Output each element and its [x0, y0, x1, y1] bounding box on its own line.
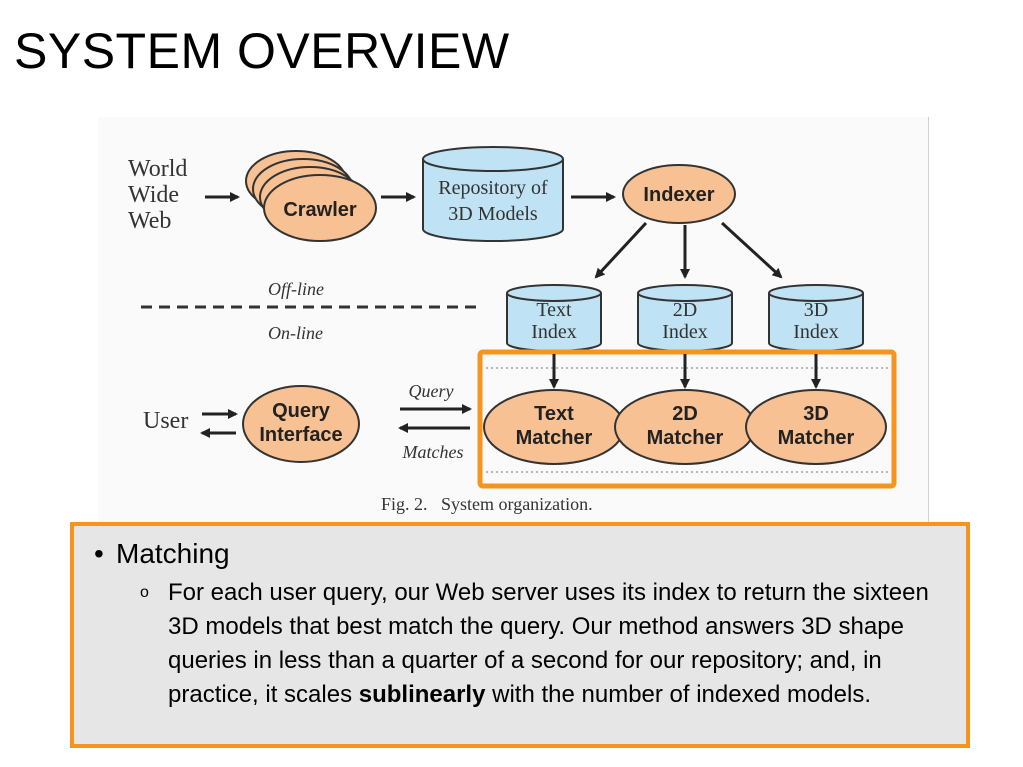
- matcher-label: 3D: [803, 403, 829, 425]
- bullet-dot: •: [94, 538, 104, 569]
- index-label: Text: [536, 299, 572, 321]
- matcher-label: 2D: [672, 403, 698, 425]
- matcher-label: Text: [534, 403, 574, 425]
- query-interface-node: Query Interface: [242, 385, 360, 463]
- index-label: Index: [662, 321, 708, 343]
- repository-label: 3D Models: [448, 203, 538, 225]
- description-text: For each user query, our Web server uses…: [168, 579, 929, 708]
- matcher-label: Matcher: [516, 427, 593, 449]
- bullet-item: • Matching: [94, 538, 230, 570]
- index-label: Index: [531, 321, 577, 343]
- 2d-matcher-node: 2D Matcher: [614, 389, 756, 465]
- matcher-label: Matcher: [778, 427, 855, 449]
- matchers-highlight-box: [477, 349, 897, 489]
- system-diagram: World Wide Web Crawler Repository of 3D …: [128, 146, 897, 514]
- source-line: Web: [128, 208, 171, 234]
- index-label: Index: [793, 321, 839, 343]
- offline-label: Off-line: [268, 279, 324, 299]
- index-label: 2D: [673, 299, 697, 321]
- text-matcher-node: Text Matcher: [483, 389, 625, 465]
- query-label: Query: [409, 381, 454, 401]
- matcher-label: Matcher: [647, 427, 724, 449]
- source-line: Wide: [128, 182, 179, 208]
- query-interface-label: Query: [272, 400, 331, 422]
- matching-description: For each user query, our Web server uses…: [168, 576, 954, 712]
- notes-box: • Matching o For each user query, our Web…: [70, 522, 970, 748]
- indexer-label: Indexer: [643, 184, 714, 206]
- text-index-node: Text Index: [506, 284, 602, 352]
- system-organization-figure: World Wide Web Crawler Repository of 3D …: [98, 117, 929, 523]
- query-interface-label: Interface: [259, 424, 342, 446]
- sub-bullet-item: o For each user query, our Web server us…: [140, 576, 954, 712]
- index-label: 3D: [804, 299, 828, 321]
- indexer-node: Indexer: [622, 164, 736, 224]
- world-wide-web-label: World Wide Web: [128, 156, 187, 234]
- crawler-label: Crawler: [283, 199, 357, 221]
- crawler-node: Crawler: [245, 150, 377, 242]
- 2d-index-node: 2D Index: [637, 284, 733, 352]
- user-label: User: [143, 408, 188, 434]
- figure-caption: Fig. 2. System organization.: [381, 494, 593, 514]
- repository-node: Repository of 3D Models: [422, 146, 564, 242]
- source-line: World: [128, 156, 187, 182]
- sub-bullet-marker: o: [140, 584, 149, 601]
- description-bold: sublinearly: [358, 681, 486, 708]
- online-label: On-line: [268, 323, 323, 343]
- matches-label: Matches: [402, 442, 464, 462]
- slide-title: SYSTEM OVERVIEW: [14, 23, 510, 79]
- arrow-indexer-to-text-index: [594, 221, 648, 279]
- arrow-indexer-to-3d-index: [720, 221, 783, 279]
- bullet-label: Matching: [116, 538, 230, 569]
- 3d-matcher-node: 3D Matcher: [745, 389, 887, 465]
- 3d-index-node: 3D Index: [768, 284, 864, 352]
- repository-label: Repository of: [438, 177, 548, 199]
- description-text-end: with the number of indexed models.: [485, 681, 871, 708]
